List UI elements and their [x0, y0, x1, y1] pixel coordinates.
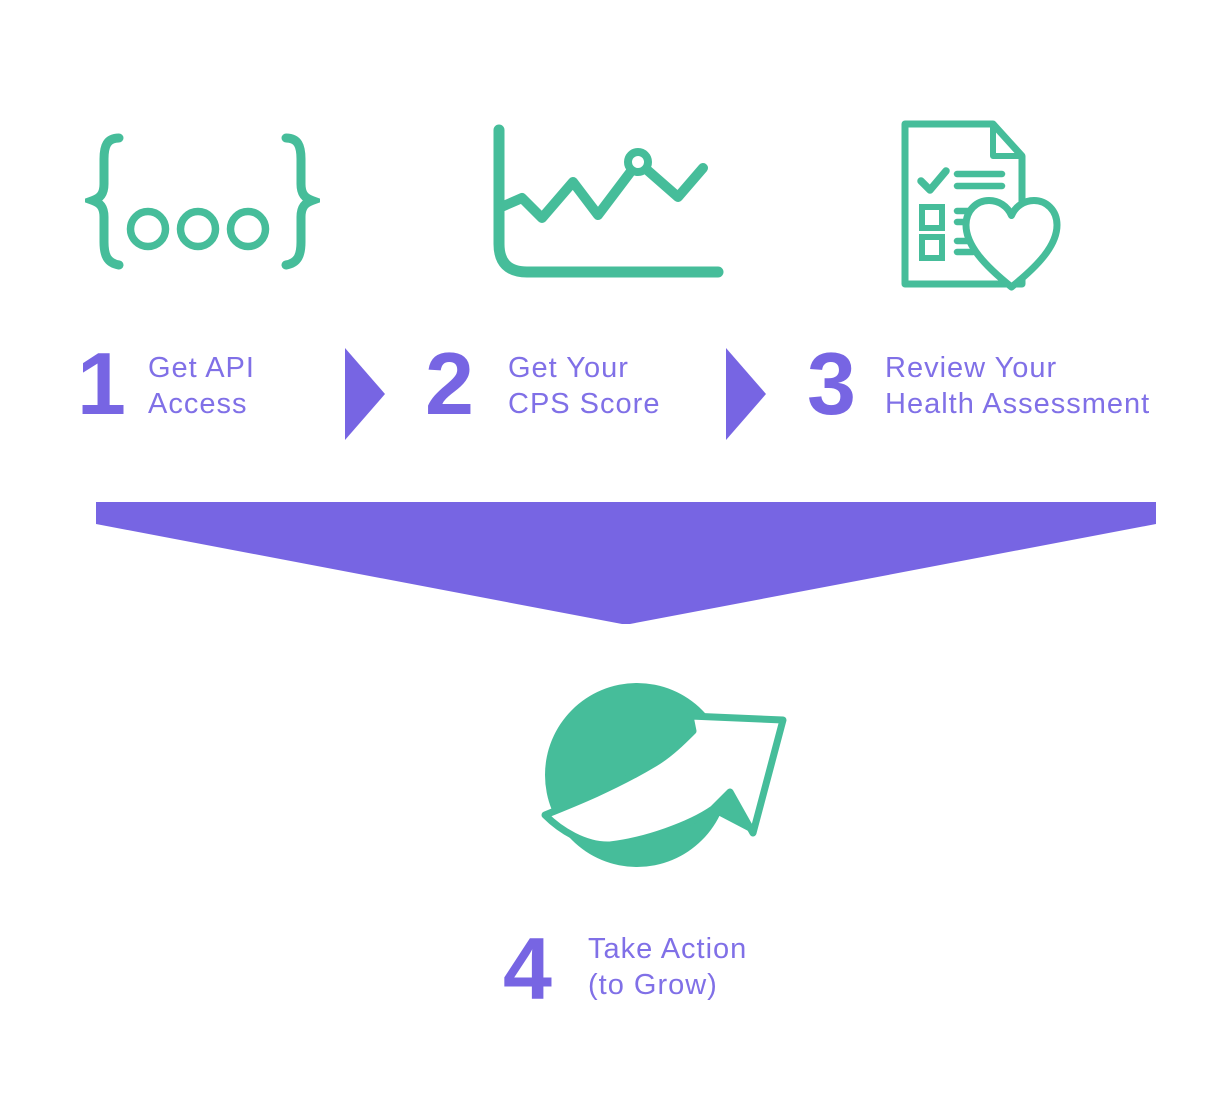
step-4-label-line2: (to Grow)	[588, 969, 718, 1001]
step-2-label: Get Your CPS Score	[508, 350, 660, 422]
step-3-label-line2: Health Assessment	[885, 388, 1151, 420]
health-assessment-icon	[901, 120, 1061, 291]
growth-arrow-icon	[541, 683, 787, 867]
step-3-label-line1: Review Your	[885, 352, 1058, 384]
step-3-number: 3	[807, 334, 856, 433]
right-arrow-icon	[345, 348, 385, 440]
right-arrow-icon	[726, 348, 766, 440]
step-1-label-line1: Get API	[148, 352, 255, 384]
heart-icon	[962, 197, 1061, 291]
step-2-label-line2: CPS Score	[508, 388, 661, 420]
step-1-number: 1	[77, 334, 126, 433]
big-down-chevron	[96, 502, 1156, 624]
step-4-label-line1: Take Action	[588, 933, 748, 965]
code-braces-icon	[85, 133, 320, 270]
line-chart-icon	[493, 124, 724, 278]
step-2-label-line1: Get Your	[508, 352, 629, 384]
step-2-number: 2	[425, 334, 474, 433]
step-4-number: 4	[503, 919, 552, 1018]
step-3-label: Review Your Health Assessment	[885, 350, 1150, 422]
step-4-label: Take Action (to Grow)	[588, 931, 747, 1003]
step-1-label-line2: Access	[148, 388, 248, 420]
step-1-label: Get API Access	[148, 350, 255, 422]
